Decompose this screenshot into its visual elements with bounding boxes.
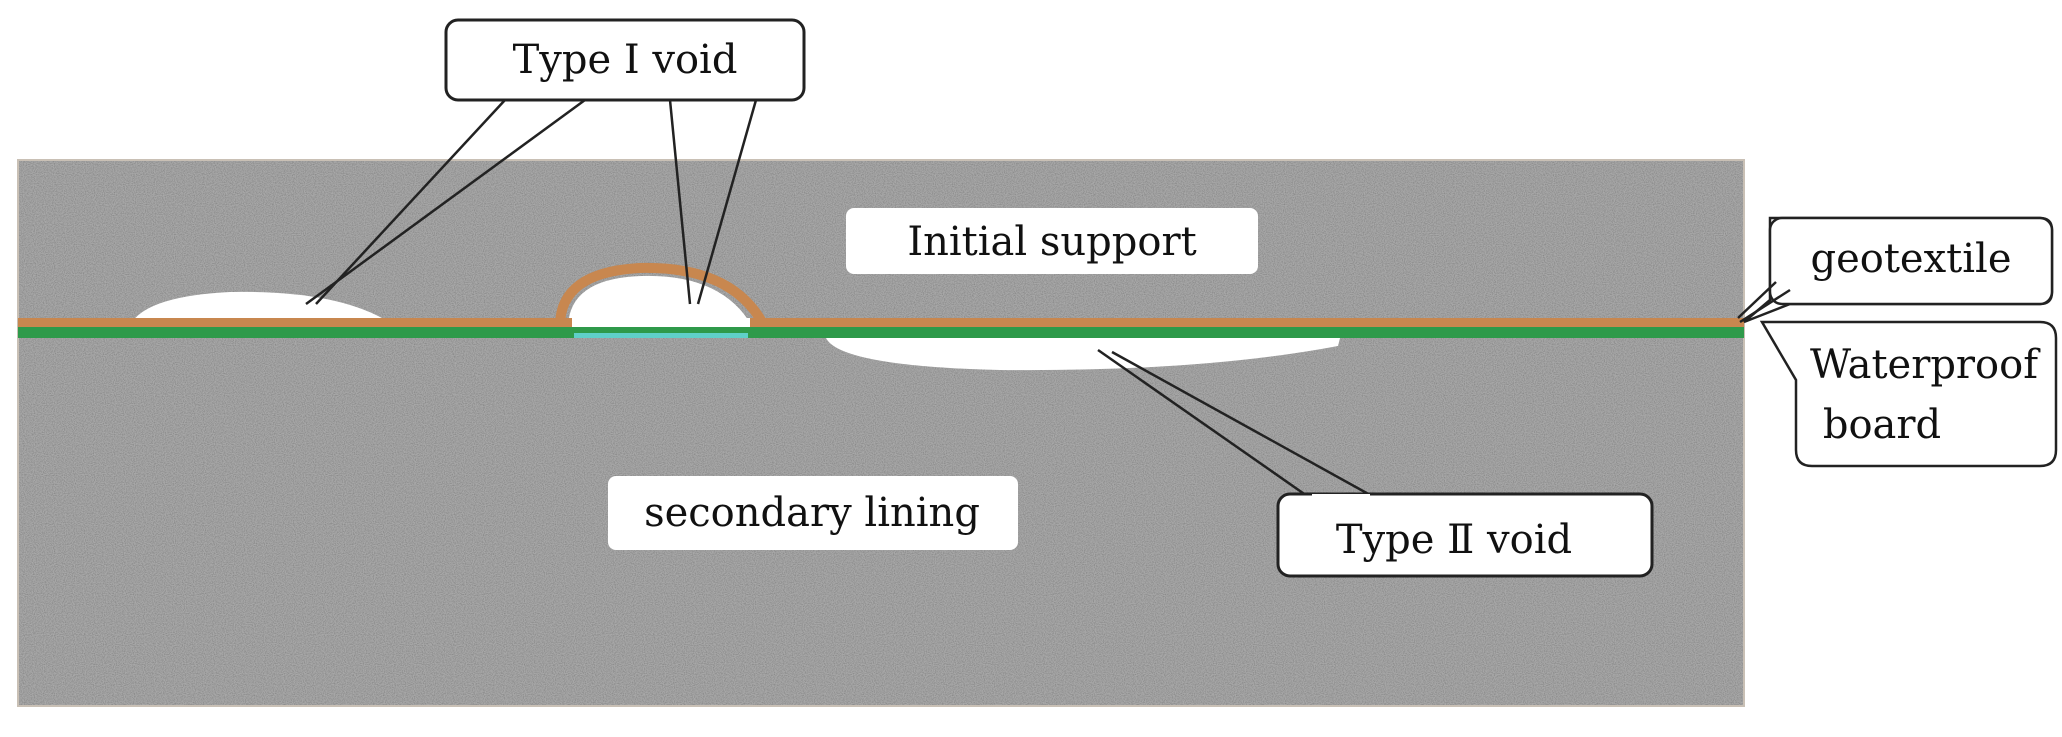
type1-void-dome-geotextile	[555, 262, 767, 327]
waterproof-board-label-line2: board	[1823, 402, 1941, 448]
type2-void-callout	[1276, 492, 1654, 578]
waterproof-board-callout	[1759, 320, 2058, 468]
type2-void	[826, 338, 1340, 371]
lining-outline	[17, 159, 1745, 707]
type2-void-label: Type Ⅱ void	[1336, 517, 1572, 563]
geotextile-layer	[18, 318, 1744, 327]
initial-support-label: Initial support	[907, 219, 1196, 265]
waterproof-board-label-line1: Waterproof	[1810, 342, 2041, 388]
dome-underline	[574, 333, 748, 338]
type1-void-leader-lines	[305, 98, 758, 306]
secondary-lining-label-bg	[608, 476, 1018, 550]
waterproof-board-layer	[18, 327, 1744, 338]
type1-void-dome	[568, 275, 752, 326]
type2-void-leader-line-a	[1097, 348, 1311, 500]
type1-void-label: Type I void	[513, 37, 738, 83]
geotextile-leader-line	[1739, 288, 1791, 324]
geotextile-label: geotextile	[1811, 236, 2012, 282]
secondary-lining-label: secondary lining	[644, 490, 980, 536]
initial-support-label-bg	[846, 208, 1258, 274]
type1-void-callout	[444, 18, 806, 102]
type2-void-leader-line-b	[1111, 350, 1373, 498]
